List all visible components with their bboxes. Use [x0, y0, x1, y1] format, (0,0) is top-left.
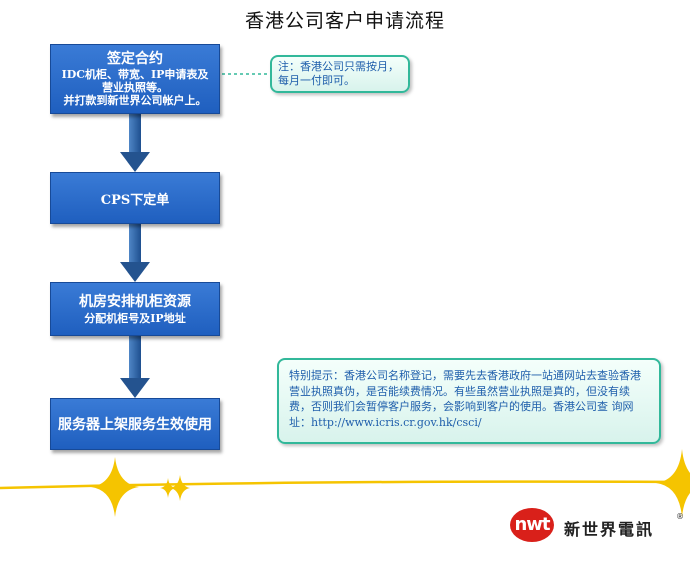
star-large-left — [91, 457, 139, 517]
step-detail: 并打款到新世界公司帐户上。 — [63, 94, 207, 107]
step-detail: 分配机柜号及IP地址 — [84, 311, 186, 325]
star-large-right — [656, 449, 690, 517]
note-monthly-payment: 注：香港公司只需按月，每月一付即可。 — [270, 55, 410, 93]
step-title: 服务器上架服务生效使用 — [58, 417, 212, 433]
step-server-online: 服务器上架服务生效使用 — [50, 398, 220, 450]
arrow-3-4 — [120, 336, 150, 398]
step-sign-contract: 签定合约 IDC机柜、带宽、IP申请表及 营业执照等。 并打款到新世界公司帐户上… — [50, 44, 220, 114]
logo-registered-mark: ® — [676, 512, 684, 521]
gold-curve — [0, 480, 690, 490]
step-title: CPS下定单 — [100, 192, 170, 208]
step-title: 机房安排机柜资源 — [79, 293, 191, 310]
company-logo: nwt 新世界電訊 ® — [510, 500, 685, 548]
arrow-1-2 — [120, 114, 150, 172]
diagram-title: 香港公司客户申请流程 — [244, 10, 445, 32]
arrow-2-3 — [120, 224, 150, 282]
star-small-2 — [170, 475, 190, 501]
step-allocate-rack: 机房安排机柜资源 分配机柜号及IP地址 — [50, 282, 220, 336]
note-special-reminder: 特别提示：香港公司名称登记，需要先去香港政府一站通网站去查验香港营业执照真伪，是… — [277, 358, 661, 444]
logo-name: 新世界電訊 — [564, 520, 655, 539]
star-small-1 — [160, 478, 176, 498]
step-title: 签定合约 — [107, 51, 163, 67]
logo-mark: nwt — [510, 508, 554, 542]
step-cps-order: CPS下定单 — [50, 172, 220, 224]
step-detail: 营业执照等。 — [102, 81, 168, 94]
step-detail: IDC机柜、带宽、IP申请表及 — [61, 68, 209, 81]
